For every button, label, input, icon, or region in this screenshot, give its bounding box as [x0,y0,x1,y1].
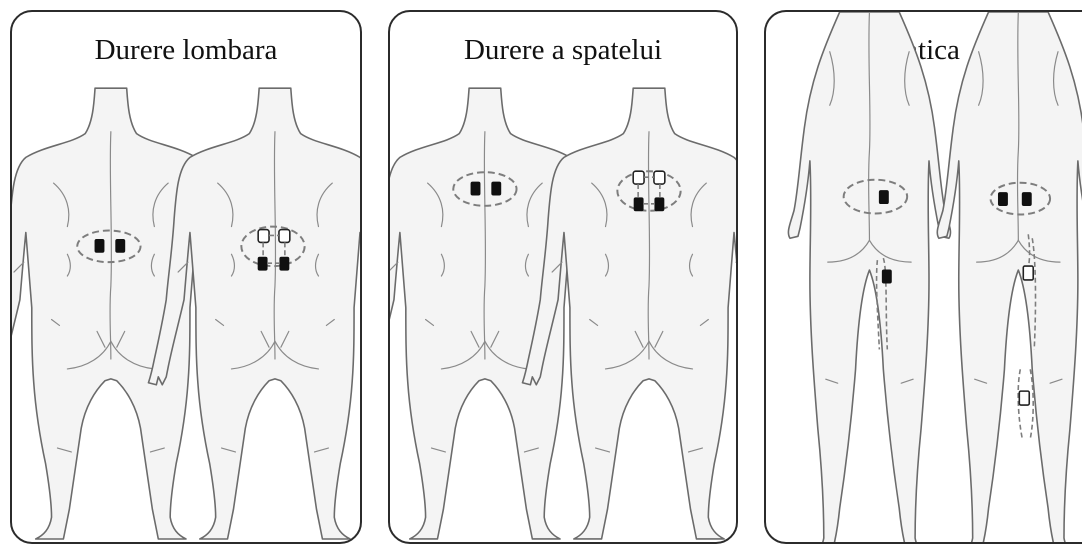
electrode-pad-outline [1023,266,1033,280]
electrode-pad-outline [258,230,269,243]
electrode-pad-active [882,270,891,283]
electrode-pad-active [492,182,501,195]
electrode-pad-active [655,198,664,211]
electrode-pad-outline [633,171,644,184]
electrode-pad-active [471,182,480,195]
electrode-pad-active [1022,193,1031,206]
panel-sciatica: Sciatica [764,10,1082,544]
placement-illustration [12,12,360,542]
electrode-pad-active [95,239,104,252]
electrode-pad-outline [279,230,290,243]
placement-illustration [390,12,736,542]
placement-illustration [766,12,1082,542]
body-figure-left [788,12,950,542]
panel-lower-back-pain: Durere lombara [10,10,362,544]
electrode-pad-active [280,257,289,270]
electrode-pad-active [634,198,643,211]
body-figure-right [937,12,1082,542]
panel-back-pain: Durere a spatelui [388,10,738,544]
electrode-pad-active [116,239,125,252]
electrode-pad-active [998,193,1007,206]
electrode-pad-outline [1019,391,1029,405]
electrode-pad-outline [654,171,665,184]
electrode-pad-active [258,257,267,270]
electrode-pad-active [879,191,888,204]
